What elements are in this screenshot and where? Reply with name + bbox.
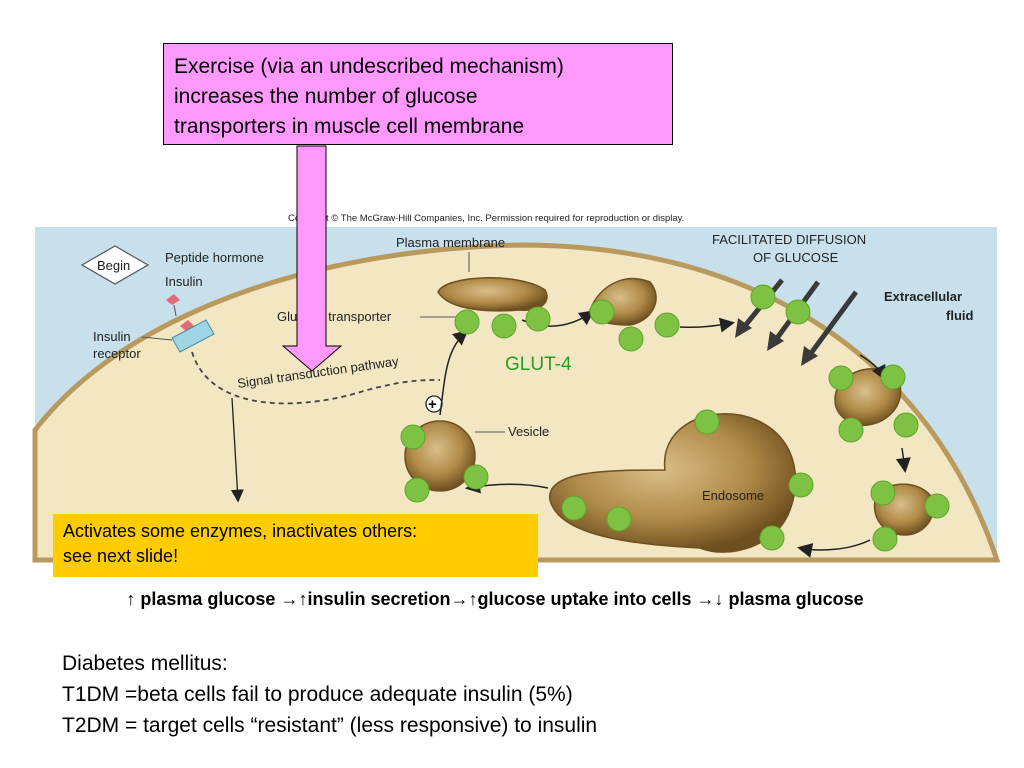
exocytosis-arrow — [439, 330, 469, 416]
insulin-receptor-label-1: Insulin — [93, 329, 131, 344]
enzyme-line-2: see next slide! — [63, 546, 179, 566]
enzyme-box: Activates some enzymes, inactivates othe… — [53, 514, 538, 577]
glut4-transporters — [400, 284, 950, 552]
plasma-membrane-label: Plasma membrane — [396, 235, 505, 250]
enzyme-arrow — [230, 397, 244, 503]
fused-vesicle — [437, 277, 548, 312]
begin-label: Begin — [97, 258, 130, 273]
glut4-label: GLUT-4 — [505, 354, 572, 375]
exercise-line-1: Exercise (via an undescribed mechanism) — [174, 55, 564, 78]
extracellular-fluid-label-2: fluid — [946, 308, 973, 323]
vesicle-label: Vesicle — [508, 424, 549, 439]
t2dm-line: T2DM = target cells “resistant” (less re… — [62, 714, 598, 737]
diabetes-title: Diabetes mellitus: — [62, 652, 228, 675]
begin-marker — [80, 245, 150, 285]
glucose-transporter-label: Glucose transporter — [277, 309, 392, 324]
insulin-receptor-label-2: receptor — [93, 346, 141, 361]
extracellular-fluid-label-1: Extracellular — [884, 289, 962, 304]
insulin-receptor-icon — [171, 319, 215, 353]
copyright-text: Copyright © The McGraw-Hill Companies, I… — [288, 213, 684, 224]
facilitated-diffusion-label-1: FACILITATED DIFFUSION — [712, 232, 866, 247]
insulin-label: Insulin — [165, 274, 203, 289]
endosome-label: Endosome — [702, 488, 764, 503]
signal-pathway-line — [191, 351, 441, 405]
enzyme-line-1: Activates some enzymes, inactivates othe… — [63, 521, 418, 541]
glucose-summary: ↑ plasma glucose →↑insulin secretion→↑gl… — [126, 589, 864, 609]
exercise-line-3: transporters in muscle cell membrane — [174, 115, 525, 138]
exercise-box: Exercise (via an undescribed mechanism) … — [163, 43, 673, 145]
diabetes-section: Diabetes mellitus: T1DM =beta cells fail… — [62, 648, 597, 741]
plus-symbol: + — [428, 396, 437, 413]
exercise-line-2: increases the number of glucose — [174, 85, 478, 108]
facilitated-diffusion-label-2: OF GLUCOSE — [753, 250, 839, 265]
exercise-arrow — [281, 145, 343, 372]
insulin-molecule-icon — [166, 294, 180, 305]
t1dm-line: T1DM =beta cells fail to produce adequat… — [62, 683, 573, 706]
insulin-bound-icon — [180, 320, 194, 331]
peptide-hormone-label: Peptide hormone — [165, 250, 264, 265]
